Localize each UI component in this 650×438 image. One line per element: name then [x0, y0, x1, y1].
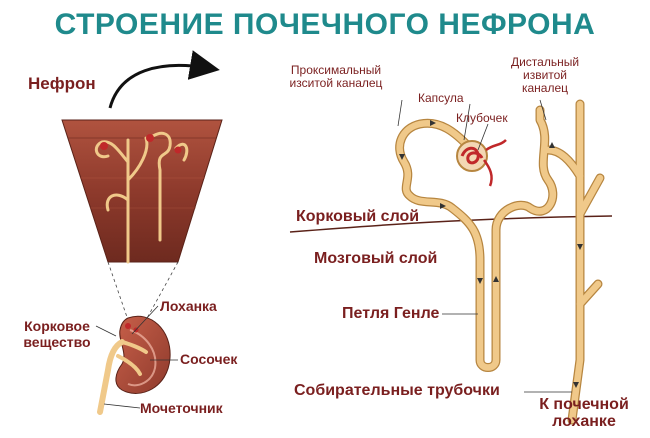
- label-collecting-ducts: Собирательные трубочки: [294, 382, 500, 399]
- tissue-section: [61, 119, 223, 264]
- zoom-lines: [107, 261, 179, 321]
- flow-arrows: [399, 120, 583, 388]
- nephron-tubules: [395, 99, 605, 425]
- kidney-pointers: [95, 305, 178, 409]
- kidney: [97, 315, 171, 415]
- label-cortical-substance: Корковое вещество: [23, 318, 91, 350]
- label-nephron: Нефрон: [28, 74, 96, 93]
- label-glomerulus: Клубочек: [456, 111, 508, 125]
- label-cortex-layer: Корковый слой: [296, 208, 420, 225]
- glomerulus: [456, 139, 507, 187]
- pointer-arrow: [108, 50, 220, 109]
- cortex-medulla-divider: [289, 215, 613, 233]
- label-distal-tubule: Дистальный извитой каналец: [510, 55, 580, 95]
- label-ureter: Мочеточник: [140, 400, 223, 416]
- label-capsule: Капсула: [418, 91, 464, 105]
- page-title: СТРОЕНИЕ ПОЧЕЧНОГО НЕФРОНА: [54, 8, 596, 41]
- label-proximal-tubule: Проксимальный изситой каналец: [289, 63, 383, 90]
- nephron-pointers: [397, 99, 572, 393]
- label-to-renal-pelvis: К почечной лоханке: [539, 396, 629, 430]
- label-medulla-layer: Мозговый слой: [314, 250, 438, 267]
- label-renal-pelvis: Лоханка: [160, 298, 217, 314]
- label-papilla: Сосочек: [180, 351, 238, 367]
- label-loop-of-henle: Петля Генле: [342, 305, 440, 322]
